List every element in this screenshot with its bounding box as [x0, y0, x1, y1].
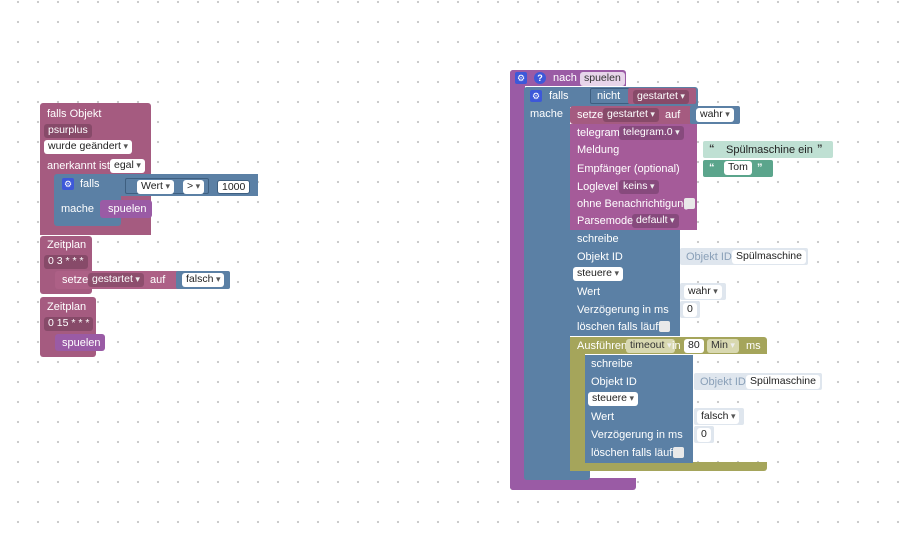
timeout-number-field[interactable]: 80	[684, 339, 704, 353]
set-value-dropdown[interactable]: wahr	[696, 108, 734, 122]
write-1-wert-label: Wert	[577, 286, 601, 298]
set-value-dropdown[interactable]: falsch	[182, 273, 225, 287]
timeout-var-field[interactable]: timeout	[626, 339, 676, 353]
write-2-objid-value[interactable]: Spülmaschine	[746, 375, 820, 389]
telegram-loglevel-dropdown[interactable]: keins	[619, 180, 659, 194]
left-if-call-spuelen[interactable]: spuelen	[108, 203, 147, 215]
write-2-mode-dropdown[interactable]: steuere	[588, 392, 639, 406]
right-if-nicht-label: nicht	[597, 90, 621, 102]
write-2-delay-label: Verzögerung in ms	[591, 429, 683, 441]
telegram-empfaenger-value[interactable]: Tom	[724, 161, 752, 175]
write-1-objid-value[interactable]: Spülmaschine	[732, 250, 806, 264]
write-2-wert-label: Wert	[591, 411, 615, 423]
timeout-unit-dropdown[interactable]: Min	[707, 339, 739, 353]
timeout-label: Ausführen	[577, 340, 628, 352]
left-if-operator-dropdown[interactable]: >	[183, 180, 205, 194]
set-auf-label: auf	[665, 109, 681, 121]
trigger-title: falls Objekt	[47, 108, 102, 120]
write-1-delay-field[interactable]: 0	[683, 303, 697, 317]
write-2-objid-label: Objekt ID	[591, 376, 637, 388]
write-2-clear-checkbox[interactable]	[673, 447, 684, 458]
right-if-falls-label: falls	[549, 90, 569, 102]
schedule-2-cron-field[interactable]: 0 15 * * *	[44, 317, 94, 331]
telegram-meldung-value[interactable]: Spülmaschine ein	[726, 144, 813, 156]
schedule-1-label: Zeitplan	[47, 239, 87, 251]
write-1-mode-dropdown[interactable]: steuere	[573, 267, 624, 281]
write-2-label: schreibe	[591, 358, 633, 370]
func-nach-label: nach	[553, 72, 577, 84]
schedule-2-label: Zeitplan	[47, 301, 87, 313]
write-2-clear-label: löschen falls läuft	[591, 447, 676, 459]
gear-icon[interactable]: ⚙	[515, 72, 527, 84]
write-1-delay-label: Verzögerung in ms	[577, 304, 669, 316]
quote-close-icon: ”	[817, 143, 823, 155]
set-var-label: setze	[577, 109, 604, 121]
schedule-1-cron-field[interactable]: 0 3 * * *	[44, 255, 88, 269]
schedule-2-call-spuelen[interactable]: spuelen	[62, 337, 101, 349]
timeout-in-label: in	[672, 340, 681, 352]
trigger-ack-dropdown[interactable]: egal	[110, 159, 145, 173]
set-var-dropdown[interactable]: gestartet	[88, 273, 144, 287]
telegram-label: telegram	[577, 127, 620, 139]
telegram-empfaenger-label: Empfänger (optional)	[577, 163, 680, 175]
quote-open-icon: “	[709, 143, 715, 155]
trigger-condition-dropdown[interactable]: wurde geändert	[44, 140, 132, 154]
telegram-silent-checkbox[interactable]	[684, 198, 695, 209]
right-if-mache-label: mache	[530, 108, 564, 120]
write-1-label: schreibe	[577, 233, 619, 245]
gear-icon[interactable]: ⚙	[530, 90, 542, 102]
func-name-field[interactable]: spuelen	[580, 72, 625, 86]
left-if-falls-label: falls	[80, 178, 100, 190]
left-if-value-dropdown[interactable]: Wert	[137, 180, 175, 194]
telegram-parsemode-label: Parsemode	[577, 215, 634, 227]
write-1-wert-dropdown[interactable]: wahr	[684, 285, 722, 299]
write-1-clear-checkbox[interactable]	[659, 321, 670, 332]
write-1-objid-label: Objekt ID	[577, 251, 623, 263]
quote-close-icon: ”	[757, 162, 763, 174]
write-2-delay-field[interactable]: 0	[697, 428, 711, 442]
set-var-dropdown[interactable]: gestartet	[603, 108, 659, 122]
set-var-label: setze	[62, 274, 89, 286]
timeout-ms-label: ms	[746, 340, 761, 352]
telegram-silent-label: ohne Benachrichtigung	[577, 198, 690, 210]
right-if-var-dropdown[interactable]: gestartet	[633, 90, 689, 104]
telegram-instance-dropdown[interactable]: telegram.0	[619, 126, 684, 140]
trigger-ack-label: anerkannt ist	[47, 160, 110, 172]
gear-icon[interactable]: ⚙	[62, 178, 74, 190]
set-auf-label: auf	[150, 274, 166, 286]
left-if-mache-label: mache	[61, 203, 95, 215]
write-1-clear-label: löschen falls läuft	[577, 321, 662, 333]
help-icon[interactable]: ?	[534, 72, 546, 84]
trigger-object-field[interactable]: psurplus	[44, 124, 92, 138]
telegram-meldung-label: Meldung	[577, 144, 620, 156]
write-2-wert-dropdown[interactable]: falsch	[697, 410, 740, 424]
telegram-loglevel-label: Loglevel	[577, 181, 618, 193]
write-2-objid-tag: Objekt ID	[700, 376, 746, 388]
telegram-parsemode-dropdown[interactable]: default	[632, 214, 679, 228]
write-1-objid-tag: Objekt ID	[686, 251, 732, 263]
quote-open-icon: “	[709, 162, 715, 174]
left-if-number-field[interactable]: 1000	[217, 180, 251, 194]
